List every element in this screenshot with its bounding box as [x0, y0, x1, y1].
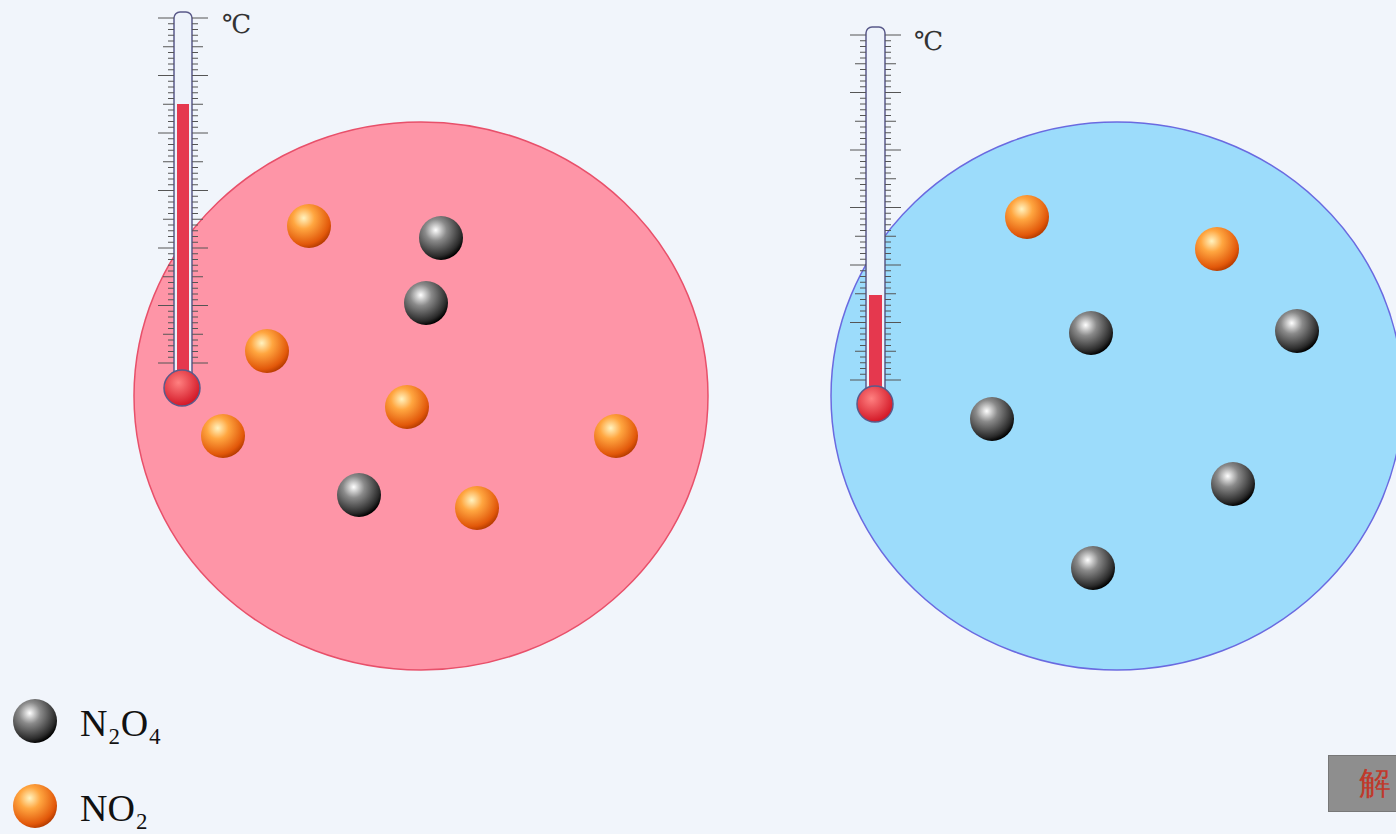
n2o4-molecule	[1071, 546, 1115, 590]
legend-text: N₂O₄	[80, 704, 161, 742]
n2o4-molecule	[337, 473, 381, 517]
n2o4-sample	[13, 699, 57, 743]
legend-text: NO₂	[80, 789, 148, 827]
n2o4-molecule	[404, 281, 448, 325]
no2-molecule	[1195, 227, 1239, 271]
explain-button: 解	[1328, 755, 1396, 812]
no2-molecule	[201, 414, 245, 458]
no2-molecule	[594, 414, 638, 458]
n2o4-molecule	[1211, 462, 1255, 506]
unit-label: ℃	[222, 12, 251, 38]
n2o4-molecule	[1275, 309, 1319, 353]
thermometer	[158, 12, 208, 406]
unit-label: ℃	[914, 29, 943, 55]
no2-molecule	[245, 329, 289, 373]
button-label: 解	[1359, 767, 1391, 799]
n2o4-molecule	[970, 397, 1014, 441]
no2-molecule	[455, 486, 499, 530]
no2-molecule	[287, 204, 331, 248]
n2o4-molecule	[419, 216, 463, 260]
n2o4-molecule	[1069, 311, 1113, 355]
no2-molecule	[1005, 195, 1049, 239]
no2-molecule	[385, 385, 429, 429]
no2-sample	[13, 784, 57, 828]
thermometer	[850, 27, 901, 422]
hot-flask	[134, 122, 708, 670]
cold-flask	[831, 122, 1396, 670]
